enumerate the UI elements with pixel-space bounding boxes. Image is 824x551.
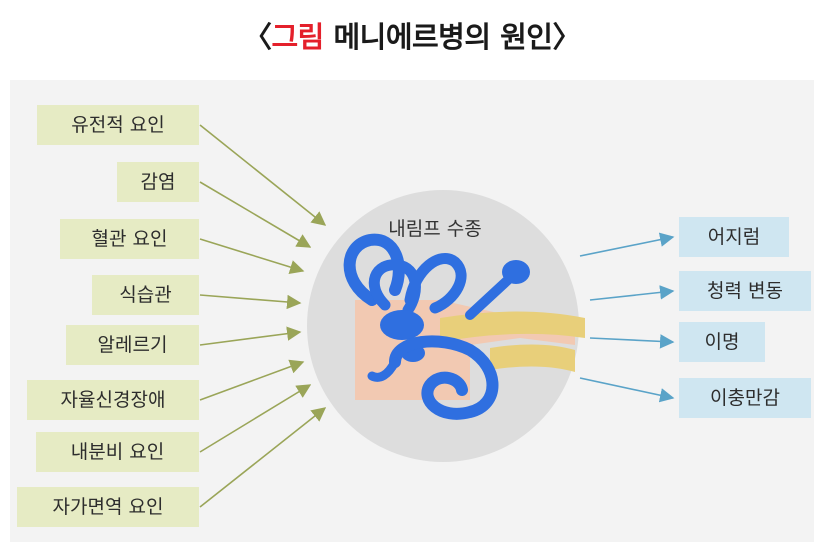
- symptom-arrow: [579, 377, 675, 403]
- cause-box: 식습관: [92, 275, 199, 315]
- endolymphatic-sac: [502, 260, 530, 284]
- cause-box: 알레르기: [66, 325, 199, 365]
- semicircular-canal-3: [404, 253, 467, 314]
- cause-arrow: [199, 238, 305, 275]
- title-close-bracket: 〉: [552, 20, 582, 54]
- cause-arrow: [199, 384, 312, 453]
- title-rest: 메니에르병의 원인: [323, 20, 553, 54]
- symptom-box: 이충만감: [679, 378, 811, 418]
- cause-arrow: [199, 359, 305, 401]
- title-highlight: 그림: [271, 20, 324, 54]
- cause-box: 유전적 요인: [37, 105, 199, 145]
- cause-arrow: [199, 407, 327, 508]
- cause-box: 내분비 요인: [36, 432, 199, 472]
- cause-box: 혈관 요인: [60, 219, 199, 259]
- page-title: 〈그림 메니에르병의 원인〉: [0, 14, 824, 56]
- symptom-box: 어지럼: [679, 217, 789, 257]
- symptom-arrow: [589, 285, 675, 301]
- cause-arrow: [199, 294, 302, 310]
- endolymphatic-duct: [465, 273, 515, 320]
- center-label: 내림프 수종: [388, 218, 482, 240]
- symptom-arrows: [579, 232, 675, 403]
- cause-arrows: [199, 124, 327, 508]
- cochlea: [389, 335, 499, 420]
- cause-box: 자가면역 요인: [17, 487, 199, 527]
- cause-arrow: [199, 181, 312, 248]
- nerve-bundle-lower: [490, 344, 575, 372]
- symptom-arrow: [579, 232, 675, 257]
- inner-ear-illustration: [343, 233, 585, 420]
- cause-box: 감염: [117, 162, 199, 202]
- symptom-arrow: [589, 334, 675, 349]
- symptom-box: 이명: [679, 322, 765, 362]
- title-open-bracket: 〈: [242, 20, 272, 54]
- cause-arrow: [199, 326, 302, 346]
- vestibule: [380, 310, 424, 340]
- cause-arrow: [199, 124, 327, 226]
- cause-box: 자율신경장애: [27, 380, 199, 420]
- nerve-bundle-upper: [440, 311, 585, 342]
- symptom-box: 청력 변동: [679, 271, 811, 311]
